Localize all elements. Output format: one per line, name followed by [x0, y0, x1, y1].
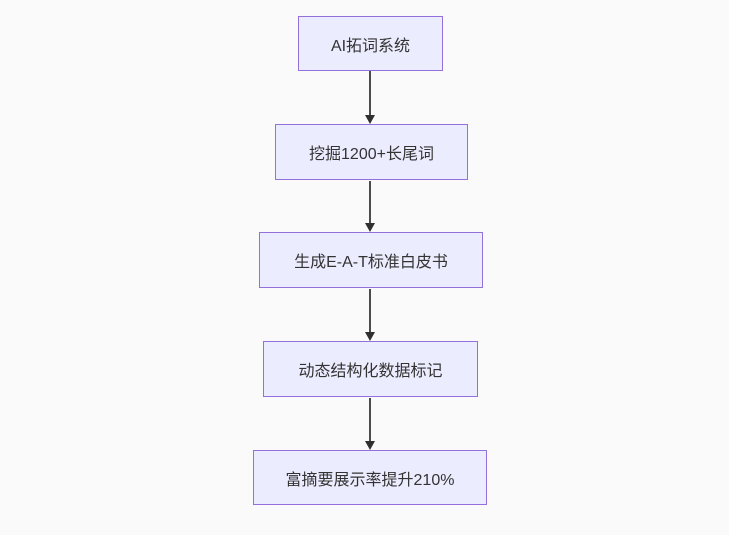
flow-node-label: 富摘要展示率提升210%	[285, 471, 455, 489]
flow-arrow-1	[365, 71, 375, 124]
arrow-head-icon	[365, 332, 375, 341]
flow-arrow-3	[365, 289, 375, 341]
flow-node-eat-whitepaper: 生成E-A-T标准白皮书	[259, 232, 483, 288]
arrow-line	[369, 289, 371, 332]
flow-node-longtail-mining: 挖掘1200+长尾词	[275, 124, 468, 180]
flow-arrow-4	[365, 398, 375, 450]
flow-node-rich-snippet-result: 富摘要展示率提升210%	[253, 450, 487, 505]
flow-node-structured-data-markup: 动态结构化数据标记	[263, 341, 478, 397]
flow-node-label: 生成E-A-T标准白皮书	[294, 254, 448, 271]
flow-node-ai-keyword-system: AI拓词系统	[298, 16, 443, 71]
arrow-head-icon	[365, 115, 375, 124]
arrow-head-icon	[365, 223, 375, 232]
flow-arrow-2	[365, 181, 375, 232]
flow-node-label: 动态结构化数据标记	[298, 363, 443, 380]
arrow-line	[369, 181, 371, 223]
arrow-line	[369, 71, 371, 115]
flow-node-label: AI拓词系统	[330, 37, 411, 55]
flow-node-label: 挖掘1200+长尾词	[309, 146, 434, 163]
arrow-line	[369, 398, 371, 441]
arrow-head-icon	[365, 441, 375, 450]
